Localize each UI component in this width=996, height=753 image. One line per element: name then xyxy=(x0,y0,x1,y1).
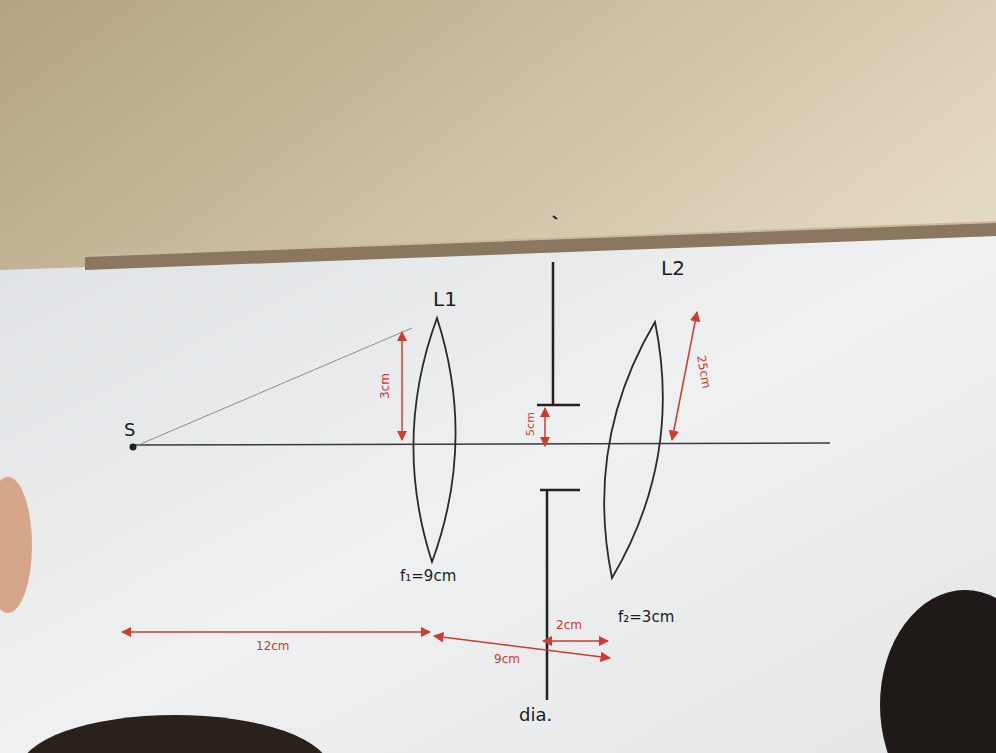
dimension-arrow xyxy=(543,640,608,642)
pen-mark xyxy=(553,216,557,219)
dimension-label: 3cm xyxy=(379,373,393,399)
lens-name: L1 xyxy=(433,288,457,311)
dimension-label: 5cm xyxy=(525,412,538,436)
dimension-arrow xyxy=(401,332,403,440)
source-label: S xyxy=(124,420,135,441)
dimension-arrow xyxy=(672,312,697,440)
focal-length: f₁=9cm xyxy=(400,568,456,585)
focal-length: f₂=3cm xyxy=(618,609,674,626)
person-head xyxy=(20,715,330,753)
source-point xyxy=(130,444,137,451)
dimension-label: 9cm xyxy=(494,653,520,667)
dimension-arrow xyxy=(122,631,430,633)
lens-outline xyxy=(413,318,455,562)
lens-outline-layer xyxy=(395,288,485,600)
lens: L1 f₁=9cm xyxy=(395,288,485,600)
lens: L2 f₂=3cm xyxy=(595,255,717,640)
dimension-label: 2cm xyxy=(556,619,582,633)
whiteboard xyxy=(0,236,996,753)
lens-outline-layer xyxy=(595,255,717,640)
dimension-arrow xyxy=(434,636,610,658)
dimension-label: 12cm xyxy=(256,640,290,654)
light-ray xyxy=(136,328,412,446)
lens-name: L2 xyxy=(661,257,685,280)
diaphragm-label: dia. xyxy=(519,705,552,726)
person-face xyxy=(0,477,32,613)
dimension-arrow xyxy=(544,408,546,446)
diaphragm-lower xyxy=(540,490,580,700)
tray-edge xyxy=(85,222,996,256)
person-head xyxy=(880,590,996,753)
dimension-label: 25cm xyxy=(693,354,712,389)
diaphragm-upper xyxy=(537,262,580,405)
optical-axis xyxy=(130,443,830,445)
lens-outline xyxy=(604,322,663,578)
marker-tray xyxy=(85,222,996,270)
